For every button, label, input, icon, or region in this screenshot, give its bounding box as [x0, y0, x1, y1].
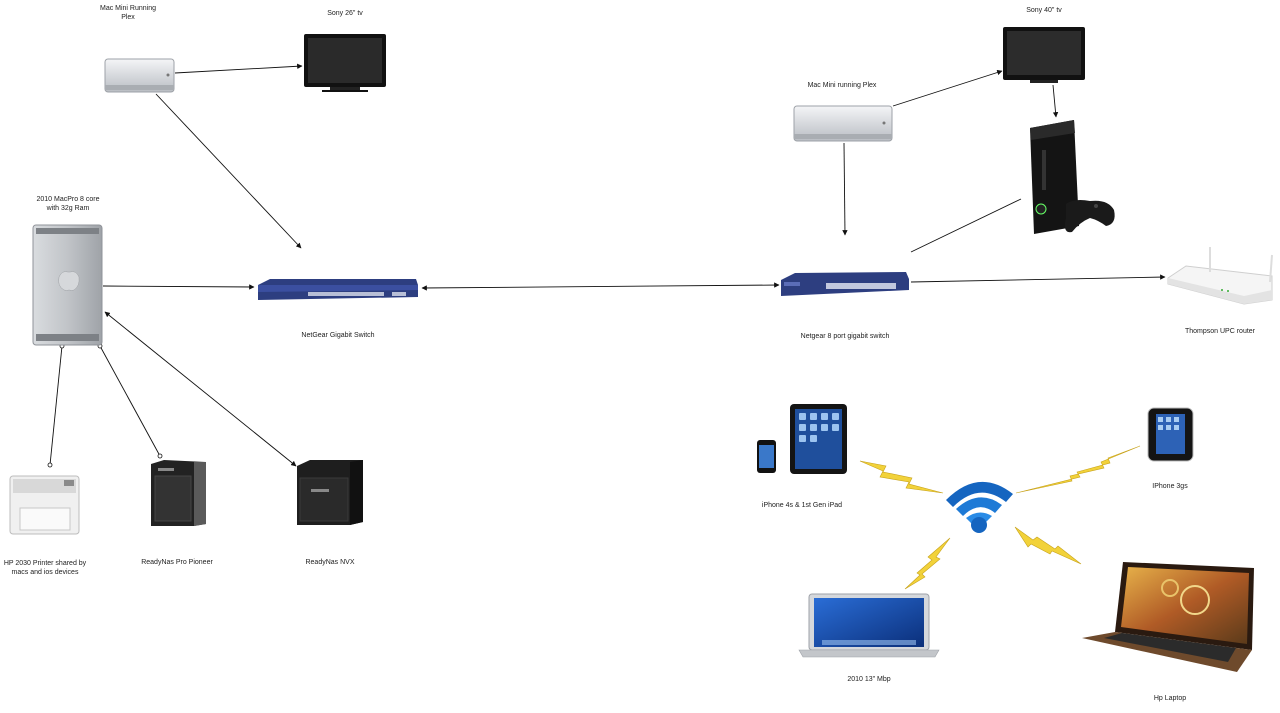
printer-icon — [9, 475, 80, 535]
laptop-icon — [798, 593, 940, 658]
tablet-icon — [790, 404, 847, 474]
laptop-icon — [1082, 562, 1254, 672]
nas-icon — [151, 460, 206, 526]
link-xbox-8port — [910, 198, 1022, 253]
label-iphone4s-ipad: iPhone 4s & 1st Gen iPad — [761, 502, 843, 509]
smartphone-icon — [1147, 407, 1194, 462]
link-macpro-switch — [102, 284, 255, 290]
lightning-bolt-icon — [1015, 445, 1141, 494]
label-mbp: 2010 13" Mbp — [847, 676, 891, 683]
router-icon — [1167, 247, 1273, 305]
lightning-bolt-icon — [859, 460, 944, 494]
label-sony-26-tv: Sony 26" tv — [327, 10, 363, 17]
network-switch-icon — [258, 279, 418, 300]
lightning-bolt-icon — [904, 537, 951, 590]
wifi-icon — [946, 481, 1013, 533]
label-netgear-8port: Netgear 8 port gigabit switch — [800, 333, 890, 340]
link-8port-router — [910, 274, 1166, 283]
link-switch-8port — [421, 282, 780, 291]
link-macmini2-8port — [842, 142, 848, 236]
link-macmini1-sony26 — [174, 63, 303, 74]
mac-mini-icon — [793, 105, 893, 142]
link-macpro-readynaspro — [99, 345, 161, 457]
wireless-signal-bolts — [859, 445, 1141, 590]
tv-icon — [1003, 27, 1085, 83]
link-macpro-readynasnvx — [104, 311, 297, 467]
mac-mini-icon — [104, 58, 175, 93]
link-macmini2-sony40 — [892, 69, 1003, 107]
label-thompson-router: Thompson UPC router — [1184, 328, 1256, 335]
lightning-bolt-icon — [1014, 526, 1082, 565]
label-iphone3gs: IPhone 3gs — [1152, 483, 1188, 490]
link-sony40-xbox — [1052, 84, 1059, 118]
link-macmini1-switch — [155, 93, 302, 249]
label-mac-mini-2: Mac Mini running Plex — [807, 82, 877, 89]
nas-icon — [297, 460, 363, 525]
label-sony-40-tv: Sony 40" tv — [1026, 7, 1062, 14]
connections — [49, 63, 1166, 467]
mac-pro-icon — [32, 224, 103, 346]
label-netgear-switch: NetGear Gigabit Switch — [301, 332, 375, 339]
label-readynas-pro: ReadyNas Pro Pioneer — [141, 559, 213, 566]
game-console-icon — [1030, 120, 1115, 234]
tv-icon — [304, 34, 386, 92]
network-switch-icon — [781, 272, 909, 296]
smartphone-icon — [757, 440, 776, 473]
label-readynas-nvx: ReadyNas NVX — [305, 559, 355, 566]
label-hp-laptop: Hp Laptop — [1153, 695, 1187, 702]
link-macpro-printer — [49, 345, 63, 466]
